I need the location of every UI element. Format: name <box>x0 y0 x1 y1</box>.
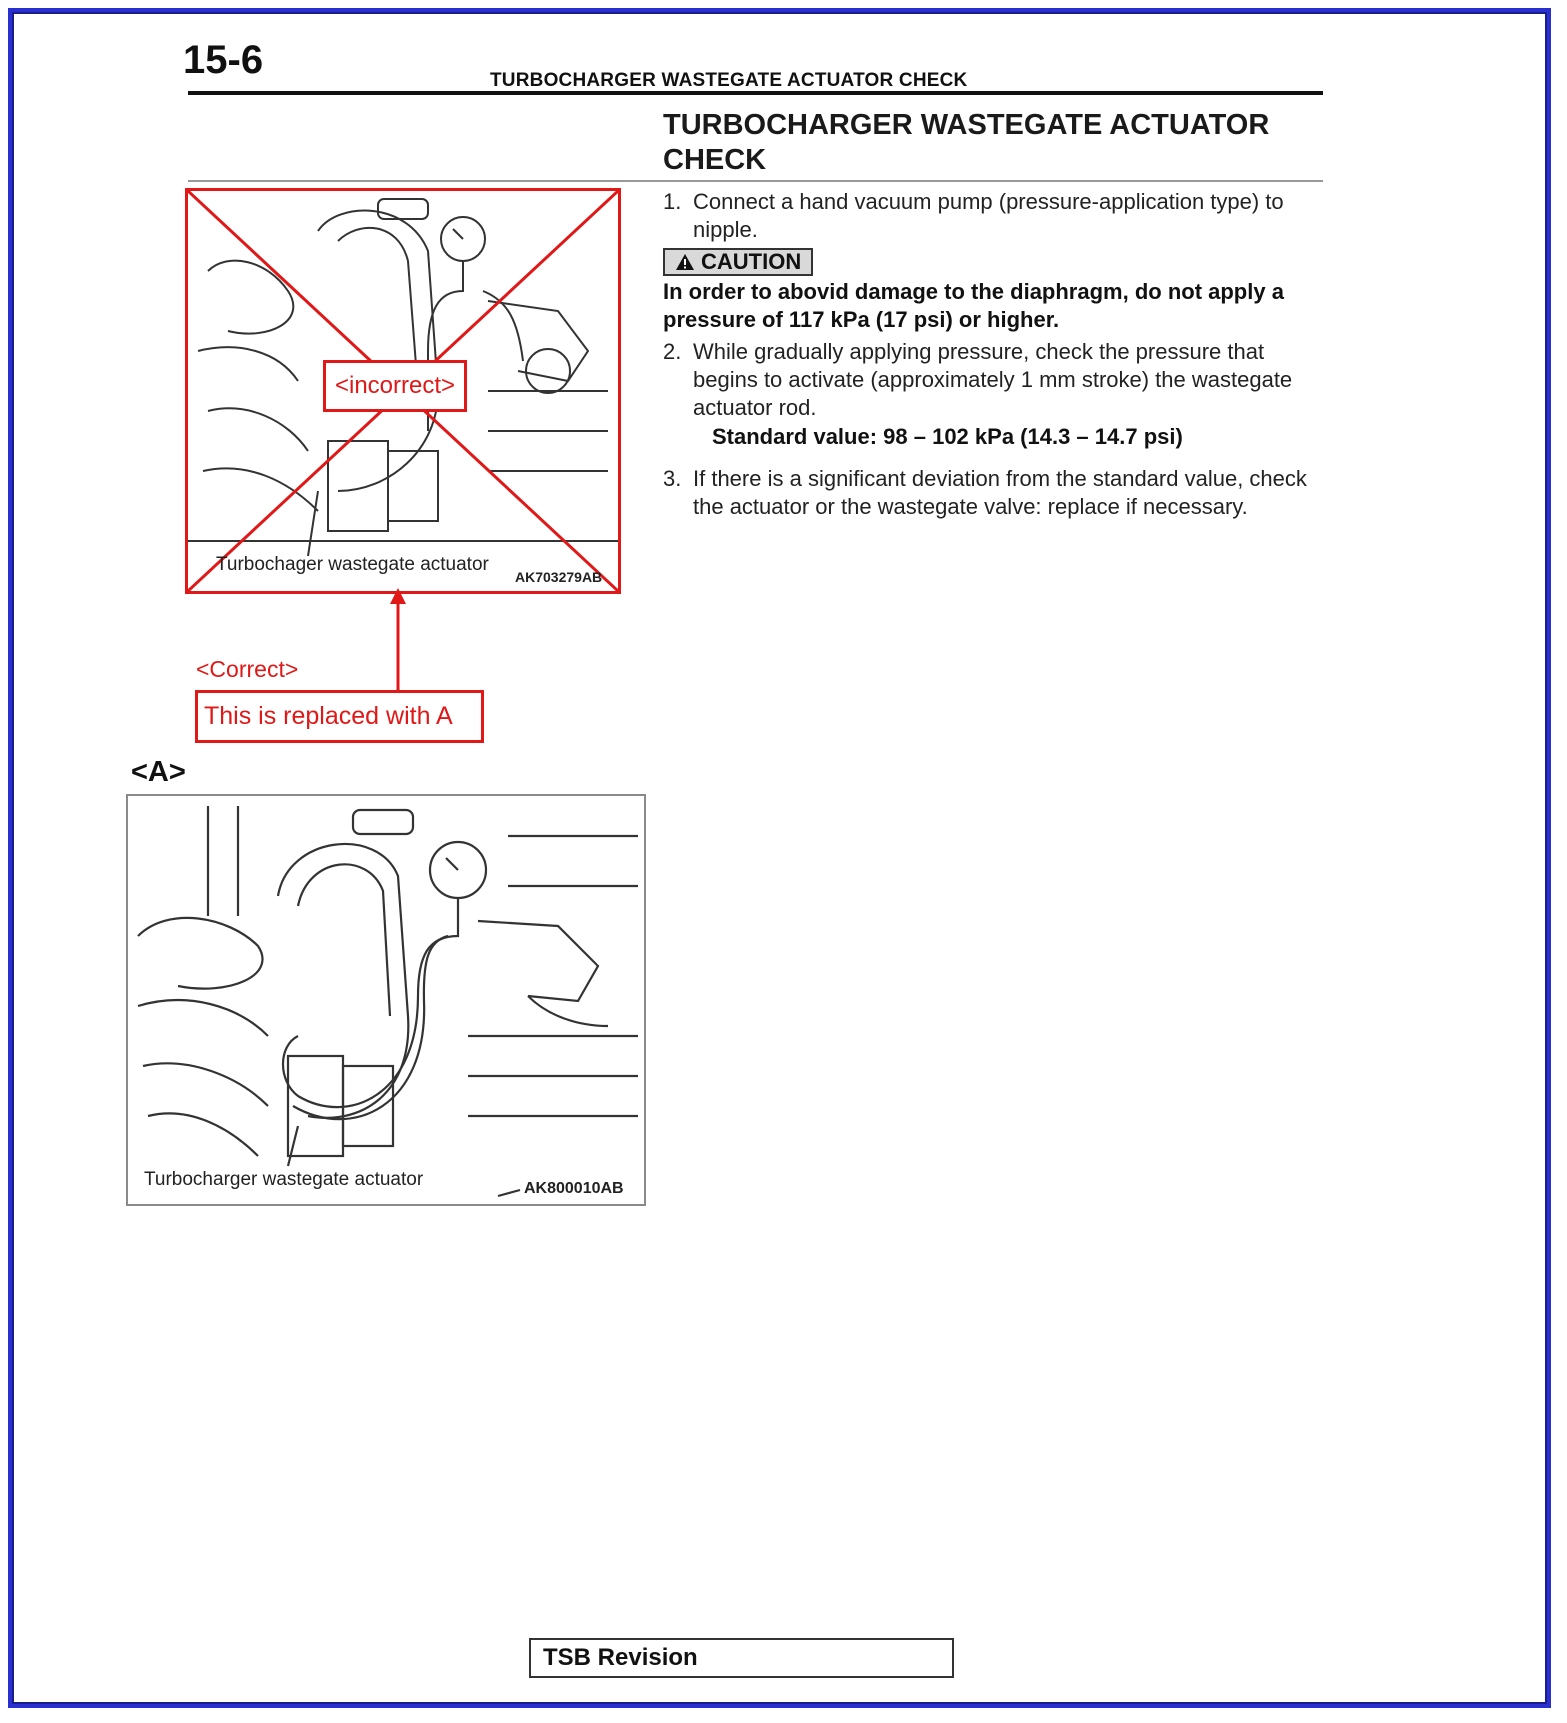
figure-a: Turbocharger wastegate actuator AK800010… <box>126 794 646 1206</box>
step-number: 1. <box>663 189 682 214</box>
warning-icon <box>676 254 694 270</box>
header-rule <box>188 91 1323 95</box>
step-number: 3. <box>663 466 682 491</box>
page-number: 15-6 <box>183 38 264 82</box>
engine-illustration <box>188 191 618 591</box>
step-text: While gradually applying pressure, check… <box>693 339 1293 420</box>
caution-label: CAUTION <box>701 249 802 274</box>
step-number: 2. <box>663 339 682 364</box>
figure-a-label: <A> <box>131 756 186 788</box>
running-head: TURBOCHARGER WASTEGATE ACTUATOR CHECK <box>490 70 968 91</box>
step-text: If there is a significant deviation from… <box>693 466 1307 519</box>
title-rule <box>188 180 1323 182</box>
caution-text: In order to abovid damage to the diaphra… <box>663 279 1284 332</box>
correct-label: <Correct> <box>196 656 299 682</box>
engine-illustration <box>137 806 638 1198</box>
figure-caption: Turbochager wastegate actuator <box>216 554 489 575</box>
page-frame <box>8 8 1551 1708</box>
figure-caption: Turbocharger wastegate actuator <box>144 1169 424 1190</box>
standard-value: Standard value: 98 – 102 kPa (14.3 – 14.… <box>712 424 1183 449</box>
replaced-note: This is replaced with A <box>195 690 484 743</box>
incorrect-label: <incorrect> <box>323 360 467 412</box>
tsb-revision-box: TSB Revision <box>529 1638 954 1678</box>
figure-code: AK703279AB <box>515 569 603 585</box>
caution-badge: CAUTION <box>663 248 813 276</box>
figure-code: AK800010AB <box>524 1180 624 1197</box>
step-text: Connect a hand vacuum pump (pressure-app… <box>693 189 1284 242</box>
section-title: TURBOCHARGER WASTEGATE ACTUATOR CHECK <box>663 109 1270 176</box>
